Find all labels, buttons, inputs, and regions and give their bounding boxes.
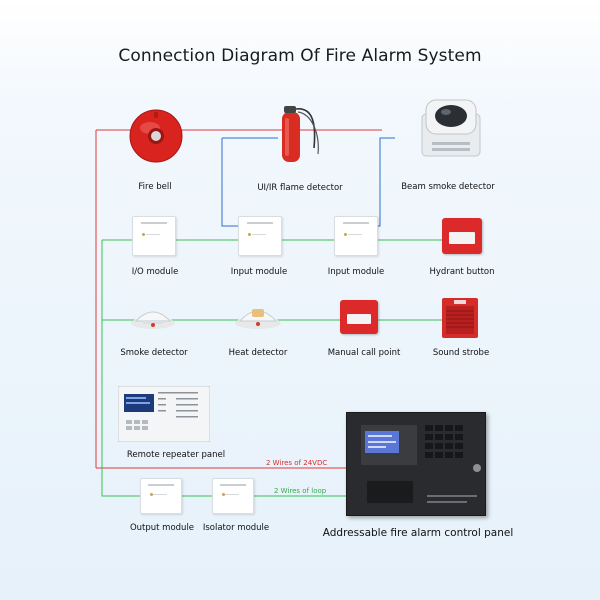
flame-detector-label: UI/IR flame detector (257, 183, 343, 193)
isolator-module-icon (212, 478, 254, 514)
flame-detector-wire (221, 137, 278, 227)
flame-detector-icon (274, 104, 324, 168)
beam-smoke-detector-icon (420, 96, 482, 160)
beam-smoke-detector-label: Beam smoke detector (401, 182, 495, 192)
input-module-1-icon (238, 216, 282, 256)
input-module-2-icon (334, 216, 378, 256)
sound-strobe-label: Sound strobe (432, 348, 490, 358)
beam-detector-wire (366, 137, 395, 227)
sound-strobe-icon (442, 298, 478, 338)
remote-repeater-panel-label: Remote repeater panel (126, 450, 226, 460)
power-wire-label: 2 Wires of 24VDC (266, 459, 328, 467)
control-panel-icon (346, 412, 486, 516)
manual-call-point-label: Manual call point (327, 348, 401, 358)
hydrant-button-label: Hydrant button (429, 267, 495, 277)
input-module-1-label: Input module (230, 267, 288, 277)
manual-call-point-icon (340, 300, 378, 334)
io-module-label: I/O module (131, 267, 179, 277)
smoke-detector-icon (130, 305, 176, 331)
input-module-2-label: Input module (327, 267, 385, 277)
loop-wire-left (101, 240, 348, 497)
heat-detector-label: Heat detector (228, 348, 288, 358)
hydrant-button-icon (442, 218, 482, 254)
fire-bell-icon (128, 108, 184, 164)
isolator-module-label: Isolator module (202, 523, 270, 533)
fire-bell-label: Fire bell (138, 182, 172, 192)
diagram-title: Connection Diagram Of Fire Alarm System (118, 46, 482, 66)
loop-wire-label: 2 Wires of loop (274, 487, 327, 495)
io-module-icon (132, 216, 176, 256)
smoke-detector-label: Smoke detector (120, 348, 188, 358)
output-module-label: Output module (129, 523, 195, 533)
remote-repeater-panel-icon (117, 385, 211, 443)
control-panel-label: Addressable fire alarm control panel (322, 527, 514, 539)
output-module-icon (140, 478, 182, 514)
heat-detector-icon (234, 303, 282, 331)
